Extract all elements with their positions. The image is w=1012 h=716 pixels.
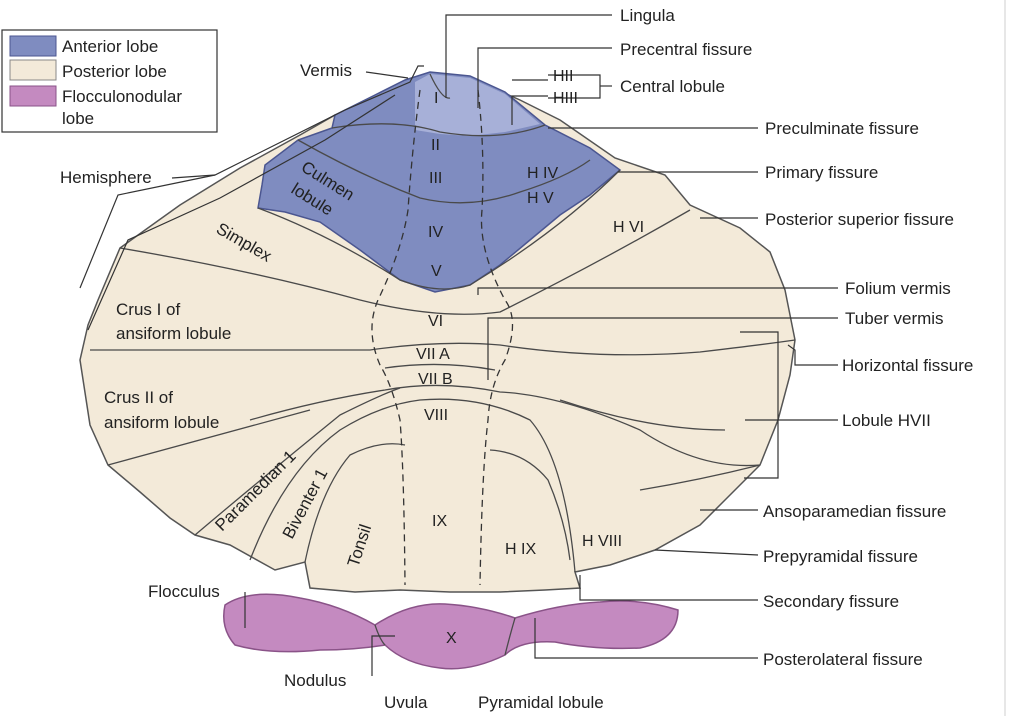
lobule-HVI: H VI [613,219,644,236]
precentral-leader [477,47,612,108]
label-vermis: Vermis [300,61,352,80]
label-lingula: Lingula [620,6,675,25]
label-nodulus: Nodulus [284,671,346,690]
hemisphere-bracket [79,65,424,289]
label-preculminate: Preculminate fissure [765,119,919,138]
posterolateral-leader [534,618,758,659]
label-uvula: Uvula [384,693,428,712]
label-folium: Folium vermis [845,279,951,298]
horizontal-leader [787,344,838,366]
lobule-HIII: HIII [553,90,578,107]
legend-floc-text-1: Flocculonodular [62,87,182,106]
lobule-HV: H V [527,190,554,207]
label-primary: Primary fissure [765,163,878,182]
region-crus2-1: Crus II of [104,388,173,407]
lingula-leader [445,14,612,98]
lobule-X: X [446,630,457,647]
label-hvii: Lobule HVII [842,411,931,430]
flocculonodular-lobe [223,593,679,670]
legend-anterior-text: Anterior lobe [62,37,158,56]
hiii-leader [511,95,548,125]
hemisphere-leader [171,174,216,179]
region-crus2-2: ansiform lobule [104,413,219,432]
legend-swatch-posterior [9,59,57,81]
lobule-IX: IX [432,513,447,530]
legend-swatch-flocculonodular [9,85,57,107]
label-prepyramidal: Prepyramidal fissure [763,547,918,566]
tonsil-outline [304,443,406,563]
lobule-III: III [429,170,442,187]
primary-fissure [257,169,621,290]
label-central: Central lobule [620,77,725,96]
horizontal-fissure [90,339,796,356]
tuber-leader [487,317,838,380]
hvii-inner-line [559,399,726,431]
label-tuber: Tuber vermis [845,309,944,328]
vii-fissure [384,363,496,371]
lobule-V: V [431,263,442,280]
region-crus1-2: ansiform lobule [116,324,231,343]
secondary-leader [579,575,758,601]
lingula-notch [429,73,451,99]
label-hemisphere: Hemisphere [60,168,152,187]
biventer-fissure [194,387,401,536]
lobule-II: II [431,137,440,154]
lobule-VI: VI [428,313,443,330]
secondary-fissure [249,398,576,573]
folium-leader [477,287,838,295]
paramedian-fissure [107,409,311,466]
hix-outline [489,449,571,561]
hvii-lower-line [639,464,761,491]
lobule-HIV: H IV [527,165,558,182]
prepyramidal-leader [654,549,759,556]
label-secondary: Secondary fissure [763,592,899,611]
label-pyramidal: Pyramidal lobule [478,693,604,712]
label-post-superior: Posterior superior fissure [765,210,954,229]
flocc-notch-left [374,624,386,646]
lobule-HVIII: H VIII [582,533,622,550]
lobule-I: I [434,90,438,107]
posterior-superior-fissure [119,209,691,315]
legend-swatch-anterior [9,35,57,57]
label-precentral: Precentral fissure [620,40,752,59]
label-flocculus: Flocculus [148,582,220,601]
hvii-bracket [740,331,779,479]
label-ansoparamedian: Ansoparamedian fissure [763,502,946,521]
label-horizontal: Horizontal fissure [842,356,973,375]
region-crus1-1: Crus I of [116,300,181,319]
culmen-fissure [297,139,591,204]
hemisphere-bracket-inner [87,94,396,331]
vermis-boundary-left [371,89,421,586]
lobule-HII: HII [553,68,573,85]
preculminate-fissure [331,123,546,137]
lobule-VIIA: VII A [416,346,450,363]
legend-posterior-text: Posterior lobe [62,62,167,81]
label-posterolateral: Posterolateral fissure [763,650,923,669]
prepyramidal-fissure [249,384,761,467]
vermis-boundary-right [477,89,514,586]
flocc-notch-right [504,617,516,656]
lobule-VIII: VIII [424,407,448,424]
vermis-leader [365,71,409,79]
nodulus-leader [371,635,395,676]
lobule-VIIB: VII B [418,371,453,388]
lobule-IV: IV [428,224,443,241]
lobule-HIX: H IX [505,541,536,558]
legend-floc-text-2: lobe [62,109,94,128]
